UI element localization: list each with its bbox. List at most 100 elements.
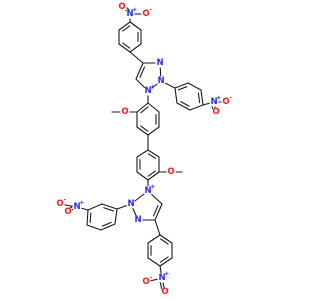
- atom-bg-NO2a_O1: [141, 9, 151, 19]
- atom-bg-NO2b_N: [209, 97, 219, 107]
- bond-d4-d5: [136, 171, 149, 181]
- atom-NO2a_N: N: [126, 9, 133, 19]
- atom-bg-OMe2_O: [166, 167, 176, 177]
- bond-e1-e2: [101, 203, 118, 210]
- bond-c3-c4: [136, 126, 149, 136]
- charge-NO2a_O1: -: [150, 6, 153, 13]
- bond-a4-T1_C5: [129, 51, 144, 64]
- atom-bg-T2_N1: [133, 215, 143, 225]
- bond-f6-f1: [147, 234, 161, 244]
- bond-layer: [59, 4, 227, 294]
- bond-a4-a5: [118, 43, 131, 53]
- bond-T2_N4-T2_C5-inner: [152, 205, 159, 217]
- bond-c6-c1: [147, 102, 160, 113]
- bond-e6-e1: [114, 208, 118, 225]
- atom-bg-NO2c_O2: [63, 207, 73, 217]
- atom-bg-T2_N2: [126, 199, 136, 209]
- atom-bg-NO2c_O1: [55, 199, 65, 209]
- atom-T2_N1: N: [134, 215, 141, 225]
- bond-T2_C5-f1: [154, 219, 161, 236]
- atom-NO2c_N: N: [73, 202, 80, 212]
- bond-e2-e3: [87, 203, 103, 211]
- atom-bg-T1_N3: [143, 86, 153, 96]
- atom-bg-NO2b_O1: [221, 97, 231, 107]
- bond-e4-e5: [86, 224, 102, 231]
- bond-b5-b6: [176, 102, 191, 111]
- charge-T2_N3: +: [150, 183, 155, 190]
- bond-b6-b1: [174, 87, 178, 104]
- charge-T1_N3: +: [150, 83, 155, 90]
- atom-T1_N2: N: [157, 76, 164, 86]
- atom-bg-T1_N2: [156, 76, 166, 86]
- atom-bg-T2_N3: [143, 186, 153, 196]
- bond-a1-a2: [129, 21, 142, 31]
- charge-NO2d_O1: -: [150, 274, 153, 281]
- charge-NO2a_N: +: [132, 6, 137, 13]
- bond-d3-d4: [147, 171, 160, 181]
- atom-bg-NO2a_O2: [117, 2, 127, 12]
- bond-f4-f5: [147, 257, 161, 267]
- bond-d3-d4-inner: [147, 170, 156, 177]
- charge-NO2b_N: +: [216, 94, 221, 101]
- atom-bg-NO2c_N: [72, 202, 82, 212]
- atom-bg-T1_N1: [155, 58, 165, 68]
- bond-e5-e6-inner: [101, 221, 112, 227]
- bond-d1-d2-inner: [147, 153, 156, 159]
- atom-NO2b_O1: O: [222, 97, 229, 107]
- bond-b5-b6-inner: [180, 101, 190, 107]
- atom-bg-OMe1_O: [120, 107, 130, 117]
- bond-f1-f2: [159, 234, 173, 244]
- atom-bg-NO2b_O2: [211, 107, 221, 117]
- bond-e5-e6: [100, 223, 116, 231]
- atom-OMe1_O: O: [121, 107, 128, 117]
- charge-NO2c_O1: -: [64, 196, 67, 203]
- atom-NO2d_O1: O: [142, 277, 149, 287]
- bond-c1-c2: [136, 102, 149, 113]
- atom-NO2b_O2: O: [212, 107, 219, 117]
- bond-f1-f2-inner: [159, 238, 169, 245]
- charge-NO2d_N: +: [164, 270, 169, 277]
- bond-b2-b3: [187, 82, 202, 91]
- atom-bg-NO2d_O2: [160, 287, 170, 297]
- bond-a6-a1: [118, 21, 131, 31]
- bond-a4-a5-inner: [122, 42, 131, 49]
- atom-NO2d_O2: O: [161, 287, 168, 297]
- bond-e3-e4-inner: [89, 212, 92, 224]
- atom-NO2b_N: N: [210, 97, 217, 107]
- atom-NO2a_O2: O: [118, 2, 125, 12]
- atom-NO2c_O2: O: [64, 207, 71, 217]
- bond-a3-a4: [129, 43, 142, 53]
- atom-bg-NO2a_N: [125, 9, 135, 19]
- bond-c3-c4-inner: [140, 125, 149, 132]
- bond-f3-f4: [159, 257, 173, 267]
- atom-T2_N2: N: [127, 199, 134, 209]
- bond-b3-b4: [200, 89, 204, 106]
- bond-f3-f4-inner: [159, 256, 169, 263]
- bond-c1-c2-inner: [140, 106, 149, 114]
- bond-d1-d2: [147, 149, 160, 158]
- bond-b4-b5: [189, 104, 204, 111]
- bond-T1_N4-T1_C5-inner: [139, 66, 146, 78]
- bond-a6-a1-inner: [122, 25, 131, 32]
- atom-OMe2_O: O: [167, 167, 174, 177]
- atom-T1_N1: N: [156, 58, 163, 68]
- bond-b3-b4-inner: [197, 92, 201, 104]
- bond-T2_N4-T2_C5: [154, 203, 163, 221]
- bond-T1_N4-T1_C5: [135, 62, 144, 80]
- atom-NO2c_O1: O: [56, 199, 63, 209]
- atom-T1_N3: N: [144, 86, 151, 96]
- bond-e3-e4: [86, 209, 89, 226]
- bond-b1-b2: [174, 82, 189, 89]
- atom-NO2a_O1: O: [142, 9, 149, 19]
- atom-T2_N3: N: [144, 186, 151, 196]
- atom-NO2d_N: N: [158, 273, 165, 283]
- bond-e1-e2-inner: [103, 207, 114, 212]
- atom-bg-NO2d_N: [157, 273, 167, 283]
- atom-bg-NO2d_O1: [141, 277, 151, 287]
- charge-NO2c_N: +: [79, 199, 84, 206]
- bond-d6-d1: [136, 149, 149, 158]
- charge-NO2b_O1: -: [230, 94, 233, 101]
- bond-c4-c5: [147, 126, 160, 136]
